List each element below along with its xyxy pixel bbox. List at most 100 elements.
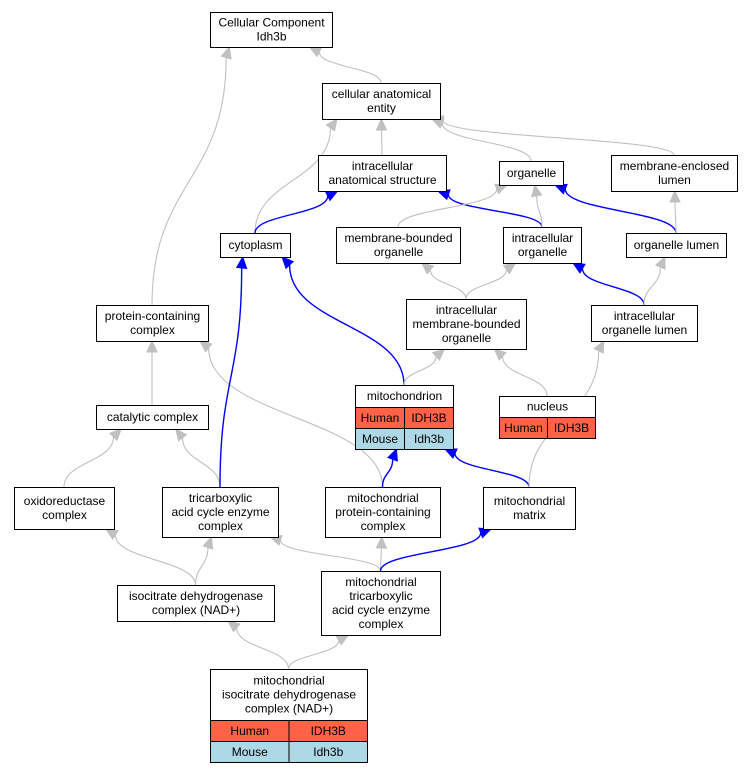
node-box [117, 585, 275, 622]
edge-idh-to-tca [194, 535, 214, 586]
edge-line [279, 540, 382, 572]
edge-mpcc-to-mito [381, 447, 398, 488]
node-label-line: acid cycle enzyme [171, 505, 269, 519]
edge-arrowhead [502, 262, 517, 275]
edge-cae-to-cc [308, 46, 382, 84]
mouse-gene-symbol[interactable]: Idh3b [313, 745, 343, 759]
edge-line [397, 188, 498, 228]
edge-iol-to-io [571, 262, 645, 306]
node-label-line: mitochondrial [253, 674, 324, 688]
edge-line [219, 267, 243, 488]
node-label-line: anatomical structure [328, 173, 436, 187]
node-label-line: membrane-bounded [412, 317, 520, 331]
edge-arrowhead [220, 45, 232, 60]
node-label-line: intracellular [512, 231, 573, 245]
node-label-line: complex [361, 519, 406, 533]
go-term-node-ol[interactable]: organelle lumen [626, 233, 727, 258]
node-box [325, 487, 441, 538]
edge-arrowhead [420, 262, 435, 275]
node-label-line: intracellular [436, 303, 497, 317]
node-label-line: organelle [442, 331, 492, 345]
node-label-line: intracellular [352, 159, 413, 173]
edge-mito-to-cyt [281, 256, 405, 386]
node-box [14, 487, 115, 530]
edge-line [181, 437, 221, 488]
edge-cyt-to-cae [254, 118, 338, 234]
node-label-line: mitochondrial [494, 494, 565, 508]
node-box [336, 227, 461, 264]
node-box [96, 405, 209, 430]
node-label-line: isocitrate dehydrogenase [129, 589, 263, 603]
node-label-line: protein-containing [335, 505, 430, 519]
edge-arrowhead [375, 535, 388, 549]
edge-mtca-to-tca [268, 534, 382, 572]
edge-arrowhead [281, 256, 295, 270]
go-term-node-cyt[interactable]: cytoplasm [220, 233, 291, 258]
edge-line [581, 268, 645, 306]
node-label-line: mitochondrial [345, 575, 416, 589]
human-gene-symbol[interactable]: IDH3B [311, 724, 346, 738]
node-label-line: catalytic complex [107, 410, 198, 424]
edge-mtca-to-mm [379, 527, 493, 572]
edge-line [114, 534, 197, 586]
edge-mito-to-imbo [403, 348, 446, 386]
node-label-line: membrane-bounded [344, 231, 452, 245]
edge-nuc-to-imbo [493, 348, 548, 397]
edge-line [441, 123, 532, 162]
node-label-line: organelle [518, 245, 568, 259]
go-term-node-cat[interactable]: catalytic complex [96, 405, 209, 430]
node-box [322, 83, 441, 120]
edge-arrowhead [202, 535, 214, 550]
node-label-line: tricarboxylic [189, 491, 252, 505]
mouse-species-label: Mouse [362, 432, 398, 446]
edge-line [643, 267, 661, 306]
human-gene-symbol[interactable]: IDH3B [411, 411, 446, 425]
node-label-line: tricarboxylic [349, 589, 412, 603]
node-box [611, 155, 738, 192]
edge-imbo-to-mbo [420, 262, 467, 300]
edge-line [236, 627, 290, 670]
node-box [626, 233, 727, 258]
node-label-line: organelle [507, 166, 557, 180]
node-label-line: complex [130, 323, 175, 337]
human-gene-symbol[interactable]: IDH3B [554, 421, 589, 435]
edge-line [63, 436, 115, 488]
edge-arrowhead [387, 447, 398, 462]
node-box [162, 487, 279, 538]
node-label-line: mitochondrion [367, 389, 442, 403]
node-box [503, 227, 582, 264]
edge-arrowhead [146, 339, 158, 353]
node-label-line: organelle lumen [602, 323, 687, 337]
human-species-label: Human [504, 421, 543, 435]
go-term-node-org[interactable]: organelle [499, 161, 564, 186]
node-label-line: isocitrate dehydrogenase [222, 688, 356, 702]
edge-line [151, 57, 227, 306]
node-label-line: complex [198, 519, 243, 533]
mouse-gene-symbol[interactable]: Idh3b [414, 432, 444, 446]
edge-line [465, 269, 508, 300]
edge-mel-to-cae [430, 114, 675, 156]
edge-line [403, 356, 437, 386]
edge-arrowhead [175, 428, 188, 442]
edge-line [288, 264, 405, 386]
edge-midh-to-mtca [287, 634, 350, 670]
